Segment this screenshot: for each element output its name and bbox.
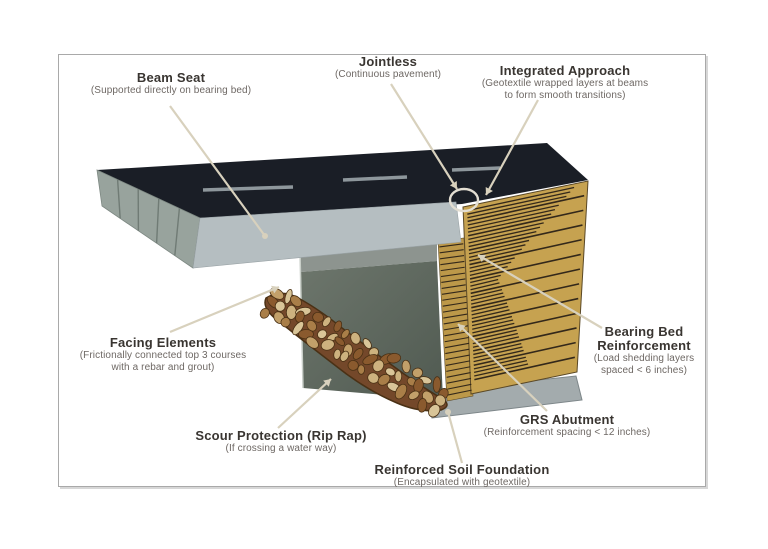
reinforcement-lines-front (439, 243, 472, 396)
beam-fascia (192, 201, 462, 269)
scour-protection-subtitle: (If crossing a water way) (225, 443, 337, 454)
bridge-deck-pavement (97, 143, 588, 218)
facing-elements-title: Facing Elements (109, 335, 217, 350)
figure-frame (58, 54, 706, 487)
label-beam-seat: Beam Seat (Supported directly on bearing… (91, 71, 251, 97)
label-grs-abutment: GRS Abutment (Reinforcement spacing < 12… (484, 413, 651, 439)
leader-facing-elements (169, 285, 280, 334)
leader-scour-protection (277, 378, 332, 429)
label-integrated-approach: Integrated Approach (Geotextile wrapped … (482, 64, 648, 101)
girder-dividers (116, 179, 181, 256)
bearing-bed-title-1: Bearing Bed (604, 324, 684, 339)
beam-seat-title: Beam Seat (136, 70, 206, 85)
leader-jointless (390, 83, 458, 190)
facing-wall-cap (300, 240, 437, 272)
bearing-bed-subtitle-2: spaced < 6 inches) (600, 364, 688, 376)
integrated-approach-title: Integrated Approach (499, 63, 631, 78)
label-bearing-bed: Bearing Bed Reinforcement (Load shedding… (594, 325, 695, 376)
integrated-approach-subtitle-2: to form smooth transitions) (504, 89, 626, 101)
jointless-subtitle: (Continuous pavement) (334, 69, 442, 80)
leader-lines (169, 83, 603, 464)
jointless-title: Jointless (358, 54, 418, 69)
bearing-bed-subtitle-1: (Load shedding layers (593, 353, 695, 364)
leader-soil-foundation (446, 411, 464, 464)
lane-marking-dashes (202, 166, 501, 192)
riprap-scour-protection (259, 287, 449, 418)
leader-beam-seat (169, 105, 266, 237)
bearing-bed-title-2: Reinforcement (597, 338, 691, 353)
leader-grs-abutment (457, 323, 548, 412)
soil-foundation-subtitle: (Encapsulated with geotextile) (393, 477, 531, 488)
soil-foundation-title: Reinforced Soil Foundation (374, 462, 550, 477)
grs-abutment-subtitle: (Reinforcement spacing < 12 inches) (483, 427, 651, 438)
label-jointless: Jointless (Continuous pavement) (335, 55, 441, 81)
jointless-annotation-circle (448, 187, 480, 213)
integrated-approach-subtitle-1: (Geotextile wrapped layers at beams (481, 78, 649, 89)
scour-protection-title: Scour Protection (Rip Rap) (195, 428, 367, 443)
grs-abutment-title: GRS Abutment (519, 412, 615, 427)
beam-seat-subtitle: (Supported directly on bearing bed) (90, 85, 252, 96)
label-facing-elements: Facing Elements (Frictionally connected … (80, 336, 247, 373)
label-soil-foundation: Reinforced Soil Foundation (Encapsulated… (375, 463, 550, 489)
facing-elements-subtitle-2: with a rebar and grout) (111, 361, 215, 373)
leader-integrated (485, 99, 539, 196)
facing-elements-subtitle-1: (Frictionally connected top 3 courses (79, 350, 247, 361)
leader-bearing-bed (477, 254, 603, 329)
label-scour-protection: Scour Protection (Rip Rap) (If crossing … (195, 429, 366, 455)
